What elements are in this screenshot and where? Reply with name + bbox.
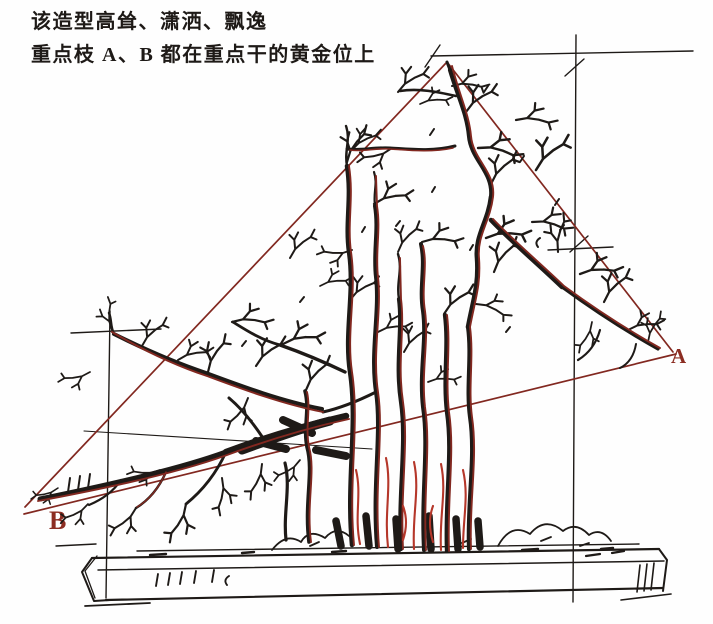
point-label-b: B xyxy=(49,506,67,535)
rock-marks xyxy=(309,536,590,547)
trunk xyxy=(283,461,289,542)
pot-rim-band xyxy=(97,560,665,571)
trunk xyxy=(419,242,428,552)
red-trace-branch-b xyxy=(37,418,350,502)
bonsai-pot-sketch xyxy=(81,543,672,607)
guide-left-cross-lower xyxy=(83,430,373,450)
red-trace xyxy=(348,165,356,546)
red-trace-droop xyxy=(136,471,167,508)
twig xyxy=(319,266,354,294)
pot-rim-soil-marks xyxy=(148,546,615,557)
pot-left-cap xyxy=(81,557,111,602)
guide-right-tick-upper xyxy=(564,58,585,77)
caption-text: 该造型高耸、潇洒、飘逸 重点枝 A、B 都在重点干的黄金位上 xyxy=(31,6,376,72)
twig xyxy=(372,179,416,211)
red-trace-upper-left xyxy=(349,147,454,152)
red-trace-branch-a xyxy=(492,218,661,349)
trunk xyxy=(303,389,312,544)
main-trunk-lower xyxy=(465,194,494,330)
branch-a-outer xyxy=(560,285,660,351)
red-squiggle xyxy=(401,504,435,544)
main-trunk-apex xyxy=(445,60,452,72)
red-squiggle xyxy=(384,456,390,549)
pot-right-foot xyxy=(620,593,672,601)
trunk xyxy=(442,312,452,554)
guide-left-vertical xyxy=(105,310,111,599)
pot-left-cap-inner xyxy=(84,555,98,599)
guide-top-tick xyxy=(424,44,441,68)
branch-a-droop xyxy=(619,343,637,369)
scatter-marks xyxy=(241,85,565,347)
twig xyxy=(420,218,467,257)
branch-a-inner xyxy=(488,217,565,290)
canopy-branch xyxy=(321,390,378,414)
trunk xyxy=(465,324,475,552)
branch-b-droop xyxy=(87,478,123,507)
twig xyxy=(230,298,277,339)
rock-mound-right xyxy=(497,523,612,547)
twig xyxy=(57,503,92,529)
pot-front-rim xyxy=(90,547,661,560)
red-squiggle xyxy=(354,468,362,546)
red-trace-main-trunk xyxy=(451,65,495,550)
trunk-tip xyxy=(396,252,402,301)
twig xyxy=(480,231,528,274)
branch-b-hatch xyxy=(67,473,91,493)
red-squiggle xyxy=(439,462,445,552)
red-trace xyxy=(446,314,453,552)
pot-right-cap xyxy=(658,548,668,592)
base-red-squiggles xyxy=(354,456,467,552)
twig xyxy=(56,365,91,392)
twig xyxy=(392,61,434,94)
twig xyxy=(103,507,145,541)
trunk xyxy=(396,296,406,552)
twig xyxy=(475,287,516,329)
twig xyxy=(293,350,340,392)
pot-right-hatch xyxy=(636,562,655,593)
twig xyxy=(204,477,242,519)
trunk-red-highlight-lines xyxy=(37,65,661,552)
red-trace xyxy=(399,257,407,550)
canopy-branch xyxy=(231,320,282,347)
trunk xyxy=(372,204,380,549)
point-label-a: A xyxy=(671,344,687,368)
red-trace xyxy=(375,175,381,548)
branch-a-droop xyxy=(576,328,602,362)
triangle-side-apex-a xyxy=(446,61,674,353)
red-trace xyxy=(422,245,429,551)
apex-left-twig-branch xyxy=(398,88,458,98)
twig xyxy=(156,502,203,548)
canopy-branch xyxy=(278,343,347,374)
guide-right-vertical xyxy=(572,34,577,603)
red-trace-branch-b-upper xyxy=(111,331,324,413)
twig xyxy=(247,330,293,368)
twig xyxy=(237,463,279,504)
branch-b-droop xyxy=(184,450,228,506)
pot-inner-marks xyxy=(584,549,626,558)
red-squiggle xyxy=(412,460,418,551)
pot-left-foot xyxy=(84,602,151,607)
guide-pot-left-tick xyxy=(55,543,97,547)
triangle-side-b-a xyxy=(23,353,677,515)
construction-guide-lines xyxy=(55,34,694,603)
branch-b-outer xyxy=(37,449,229,502)
twig xyxy=(476,125,528,173)
twig xyxy=(514,97,562,139)
twig xyxy=(525,128,578,172)
twig xyxy=(218,397,260,435)
red-squiggle xyxy=(461,468,467,550)
pot-bottom-edge xyxy=(104,586,665,602)
pot-left-hatch xyxy=(155,569,230,587)
upper-left-branch xyxy=(345,144,457,152)
caption-line-1: 该造型高耸、潇洒、飘逸 xyxy=(31,11,268,33)
main-trunk-upper xyxy=(447,67,494,200)
twig xyxy=(538,209,580,254)
branch-b-upper xyxy=(112,332,324,411)
twig xyxy=(192,329,239,374)
caption-line-2: 重点枝 A、B 都在重点干的黄金位上 xyxy=(31,44,376,66)
trunk xyxy=(344,163,356,548)
guide-top-horizontal xyxy=(430,50,694,57)
